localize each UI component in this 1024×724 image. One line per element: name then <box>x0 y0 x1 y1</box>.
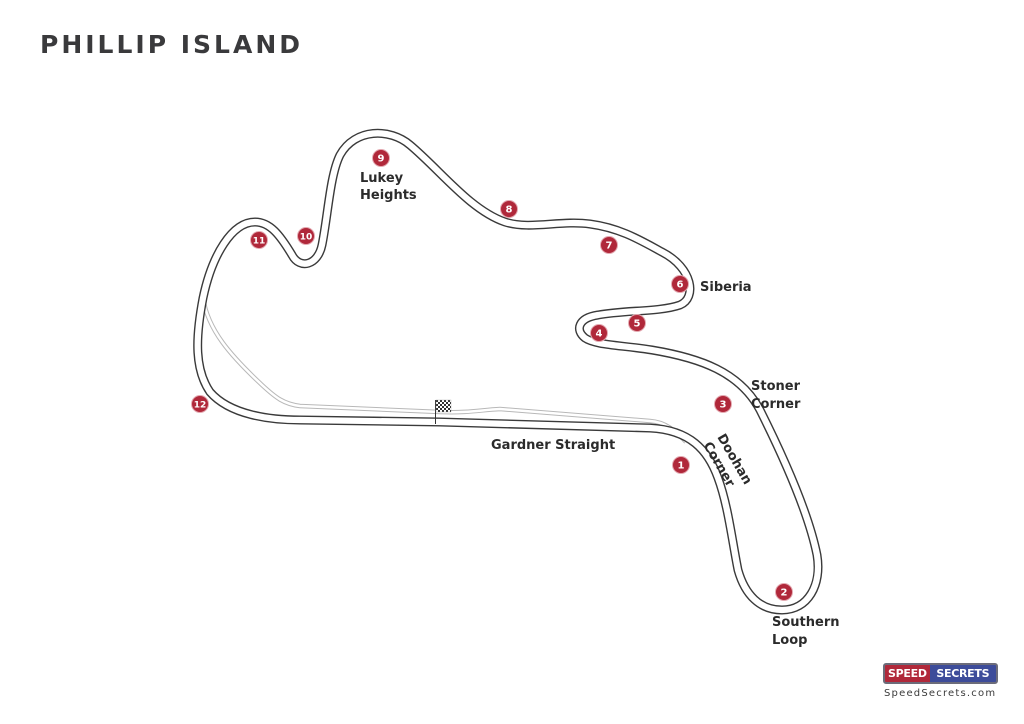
logo-secrets: SECRETS <box>929 665 996 682</box>
label-lukey-line2: Heights <box>360 188 417 203</box>
turn-number: 5 <box>634 319 641 330</box>
turn-marker-8[interactable]: 8 <box>500 200 518 218</box>
turn-number: 6 <box>677 280 684 291</box>
turn-marker-5[interactable]: 5 <box>628 314 646 332</box>
turn-marker-7[interactable]: 7 <box>600 236 618 254</box>
turn-marker-1[interactable]: 1 <box>672 456 690 474</box>
turn-marker-12[interactable]: 12 <box>191 395 209 413</box>
label-gardner-straight: Gardner Straight <box>491 438 615 453</box>
logo-speed: SPEED <box>885 665 930 682</box>
turn-number: 1 <box>678 461 685 472</box>
website-link[interactable]: SpeedSecrets.com <box>884 688 997 699</box>
turn-marker-10[interactable]: 10 <box>297 227 315 245</box>
label-stoner-line1: Stoner <box>751 379 801 394</box>
label-southern-line2: Loop <box>772 633 807 648</box>
checkered-flag-icon <box>435 399 452 424</box>
turn-number: 4 <box>596 329 603 340</box>
turn-number: 2 <box>781 588 788 599</box>
pit-lane <box>200 297 688 444</box>
turn-number: 11 <box>253 237 266 247</box>
turn-marker-2[interactable]: 2 <box>775 583 793 601</box>
turn-marker-11[interactable]: 11 <box>250 231 268 249</box>
label-southern-line1: Southern <box>772 615 840 630</box>
page-title: PHILLIP ISLAND <box>40 30 303 59</box>
label-siberia: Siberia <box>700 280 752 295</box>
label-lukey-line1: Lukey <box>360 171 404 186</box>
turn-number: 8 <box>506 205 513 216</box>
turn-marker-6[interactable]: 6 <box>671 275 689 293</box>
turn-number: 3 <box>720 400 727 411</box>
label-stoner-line2: Corner <box>751 397 801 412</box>
turn-number: 12 <box>194 401 207 411</box>
turn-marker-4[interactable]: 4 <box>590 324 608 342</box>
turn-number: 7 <box>606 241 613 252</box>
turn-marker-9[interactable]: 9 <box>372 149 390 167</box>
speed-secrets-logo[interactable]: SPEED SECRETS <box>883 663 998 684</box>
race-track <box>193 128 823 615</box>
turn-number: 10 <box>300 233 313 243</box>
turn-number: 9 <box>378 154 385 165</box>
turn-marker-3[interactable]: 3 <box>714 395 732 413</box>
